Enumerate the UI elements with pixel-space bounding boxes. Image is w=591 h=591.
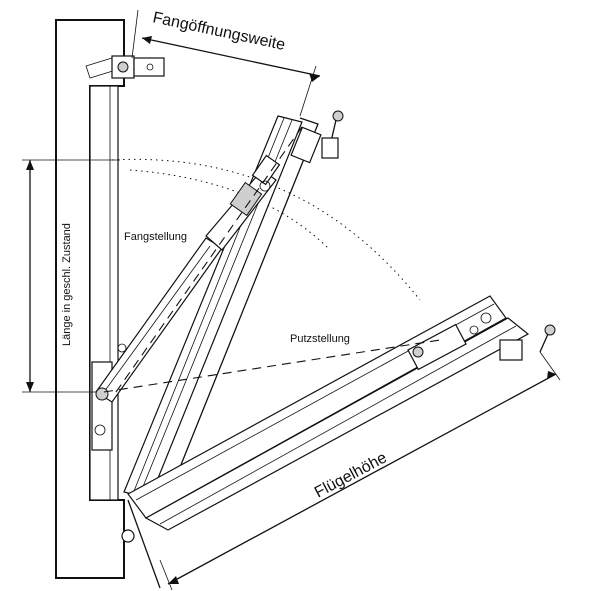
swing-arc-outer — [111, 158, 421, 301]
stay-arm-catch — [94, 154, 281, 436]
closed-length-label: Länge in geschl. Zustand — [61, 223, 73, 346]
cleaning-position-guide — [103, 339, 441, 393]
closed-length-dimension — [22, 159, 120, 393]
sash-cleaning-position — [127, 295, 556, 531]
catch-position-guide — [115, 123, 305, 393]
bottom-pivot — [121, 499, 161, 589]
frame-top-bracket — [85, 55, 165, 79]
window-frame — [89, 85, 119, 501]
catch-opening-width-label: Fangöffnungsweite — [151, 9, 287, 54]
catch-opening-dimension — [131, 9, 321, 117]
cleaning-position-label: Putzstellung — [290, 333, 350, 345]
sash-height-dimension — [159, 351, 561, 591]
sash-height-label: Flügelhöhe — [312, 449, 390, 501]
catch-position-label: Fangstellung — [124, 231, 187, 243]
